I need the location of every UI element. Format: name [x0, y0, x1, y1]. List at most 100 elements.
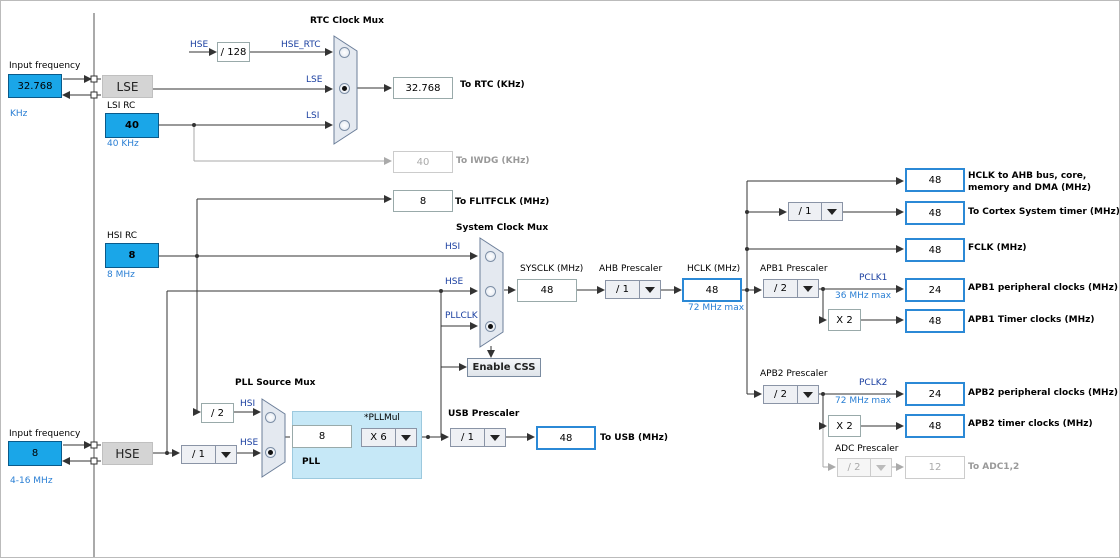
- chevron-down-icon: [870, 459, 891, 476]
- pll-source-hsi-radio[interactable]: [265, 412, 276, 423]
- chevron-down-icon: [484, 429, 505, 446]
- rtc-hse-divider: / 128: [217, 42, 250, 62]
- fclk-label: FCLK (MHz): [968, 243, 1027, 253]
- pll-hsi-divider: / 2: [201, 403, 234, 423]
- enable-css-button[interactable]: Enable CSS: [467, 358, 541, 377]
- lsi-rc-label: LSI RC: [107, 101, 136, 111]
- rtc-lsi-label: LSI: [306, 111, 320, 121]
- pclk1-label: PCLK1: [859, 273, 888, 283]
- hse-input-frequency-label: Input frequency: [9, 429, 81, 439]
- apb2-timer-label: APB2 timer clocks (MHz): [968, 419, 1093, 429]
- apb1-max-label: 36 MHz max: [835, 291, 892, 301]
- ahb-prescaler-select[interactable]: / 1: [605, 280, 661, 299]
- sysmux-pllclk-label: PLLCLK: [445, 311, 478, 321]
- usb-prescaler-title: USB Prescaler: [448, 409, 520, 419]
- apb1-prescaler-select[interactable]: / 2: [763, 279, 819, 298]
- chevron-down-icon: [821, 203, 842, 220]
- apb2-prescaler-select[interactable]: / 2: [763, 385, 819, 404]
- cortex-prescaler-value: / 1: [798, 206, 812, 217]
- apb2-peripheral-label: APB2 peripheral clocks (MHz): [968, 388, 1118, 398]
- chevron-down-icon: [797, 280, 818, 297]
- fclk-output-field[interactable]: 48: [905, 238, 965, 262]
- hse-input-frequency-field[interactable]: 8: [8, 441, 62, 466]
- flitfclk-output-label: To FLITFCLK (MHz): [455, 197, 550, 207]
- hclk-label: HCLK (MHz): [687, 264, 741, 274]
- pll-mul-select[interactable]: X 6: [361, 428, 417, 447]
- sysmux-hsi-label: HSI: [445, 242, 461, 252]
- pll-source-mux: [261, 398, 286, 478]
- adc-prescaler-label: ADC Prescaler: [835, 444, 899, 454]
- lse-unit-label: KHz: [10, 109, 28, 119]
- apb1-timer-multiplier: X 2: [828, 309, 861, 331]
- pll-hse-label: HSE: [240, 438, 259, 448]
- iwdg-output-label: To IWDG (KHz): [456, 156, 530, 166]
- hse-prediv-select[interactable]: / 1: [181, 445, 237, 464]
- pll-mul-label: *PLLMul: [364, 413, 400, 423]
- rtc-mux-lsi-radio[interactable]: [339, 120, 350, 131]
- usb-prescaler-select[interactable]: / 1: [450, 428, 506, 447]
- cortex-timer-output-field[interactable]: 48: [905, 201, 965, 225]
- usb-output-field[interactable]: 48: [536, 426, 596, 450]
- apb1-timer-output-field[interactable]: 48: [905, 309, 965, 333]
- pll-source-hse-radio[interactable]: [265, 447, 276, 458]
- apb2-prescaler-label: APB2 Prescaler: [760, 369, 828, 379]
- ahb-prescaler-label: AHB Prescaler: [599, 264, 663, 274]
- usb-prescaler-value: / 1: [461, 432, 474, 443]
- hclk-ahb-label-line1: HCLK to AHB bus, core,: [968, 171, 1087, 181]
- apb2-max-label: 72 MHz max: [835, 396, 892, 406]
- apb1-peripheral-output-field[interactable]: 24: [905, 278, 965, 302]
- chevron-down-icon: [395, 429, 416, 446]
- cortex-timer-label: To Cortex System timer (MHz): [968, 207, 1120, 217]
- pll-hsi-label: HSI: [240, 399, 256, 409]
- apb2-peripheral-output-field[interactable]: 24: [905, 382, 965, 406]
- rtc-clock-mux-title: RTC Clock Mux: [310, 16, 384, 26]
- hse-prediv-value: / 1: [192, 449, 205, 460]
- apb1-peripheral-label: APB1 peripheral clocks (MHz): [968, 283, 1118, 293]
- rtc-mux-hse-rtc-radio[interactable]: [339, 47, 350, 58]
- rtc-mux-lse-radio[interactable]: [339, 83, 350, 94]
- rtc-lse-label: LSE: [306, 75, 323, 85]
- pclk2-label: PCLK2: [859, 378, 888, 388]
- apb1-prescaler-value: / 2: [774, 283, 787, 294]
- pll-mul-value: X 6: [370, 432, 387, 443]
- adc-prescaler-select[interactable]: / 2: [837, 458, 892, 477]
- pll-input-value: 8: [292, 425, 352, 448]
- apb2-prescaler-value: / 2: [774, 389, 787, 400]
- apb2-timer-output-field[interactable]: 48: [905, 414, 965, 438]
- chevron-down-icon: [797, 386, 818, 403]
- sysmux-hsi-radio[interactable]: [485, 251, 496, 262]
- hsi-rc-value: 8: [105, 243, 159, 268]
- cortex-prescaler-select[interactable]: / 1: [788, 202, 843, 221]
- rtc-hse-rtc-label: HSE_RTC: [281, 40, 321, 50]
- lsi-rc-value: 40: [105, 113, 159, 138]
- hsi-rc-label: HSI RC: [107, 231, 138, 241]
- lse-input-frequency-field[interactable]: 32.768: [8, 74, 62, 98]
- adc-output-label: To ADC1,2: [968, 462, 1020, 472]
- system-clock-mux-title: System Clock Mux: [456, 223, 549, 233]
- iwdg-output-value: 40: [393, 151, 453, 173]
- hclk-max-label: 72 MHz max: [688, 303, 745, 313]
- apb1-timer-label: APB1 Timer clocks (MHz): [968, 315, 1095, 325]
- hse-frequency-range: 4-16 MHz: [10, 476, 53, 486]
- chevron-down-icon: [215, 446, 236, 463]
- lsi-rc-frequency: 40 KHz: [107, 139, 139, 149]
- rtc-output-value: 32.768: [393, 77, 453, 99]
- sysclk-label: SYSCLK (MHz): [520, 264, 584, 274]
- sysmux-pllclk-radio[interactable]: [485, 321, 496, 332]
- hclk-value-field[interactable]: 48: [682, 278, 742, 302]
- usb-output-label: To USB (MHz): [600, 433, 668, 443]
- pll-title: PLL: [302, 457, 321, 467]
- chevron-down-icon: [639, 281, 660, 298]
- ahb-prescaler-value: / 1: [616, 284, 629, 295]
- pll-source-mux-title: PLL Source Mux: [235, 378, 316, 388]
- sysclk-value: 48: [517, 279, 577, 302]
- hclk-ahb-output-field[interactable]: 48: [905, 168, 965, 192]
- lse-oscillator: LSE: [102, 75, 153, 98]
- sysmux-hse-radio[interactable]: [485, 286, 496, 297]
- hclk-ahb-label-line2: memory and DMA (MHz): [968, 183, 1092, 193]
- hse-oscillator: HSE: [102, 442, 153, 465]
- apb1-prescaler-label: APB1 Prescaler: [760, 264, 828, 274]
- adc-output-value: 12: [905, 456, 965, 479]
- flitfclk-output-value: 8: [393, 190, 453, 212]
